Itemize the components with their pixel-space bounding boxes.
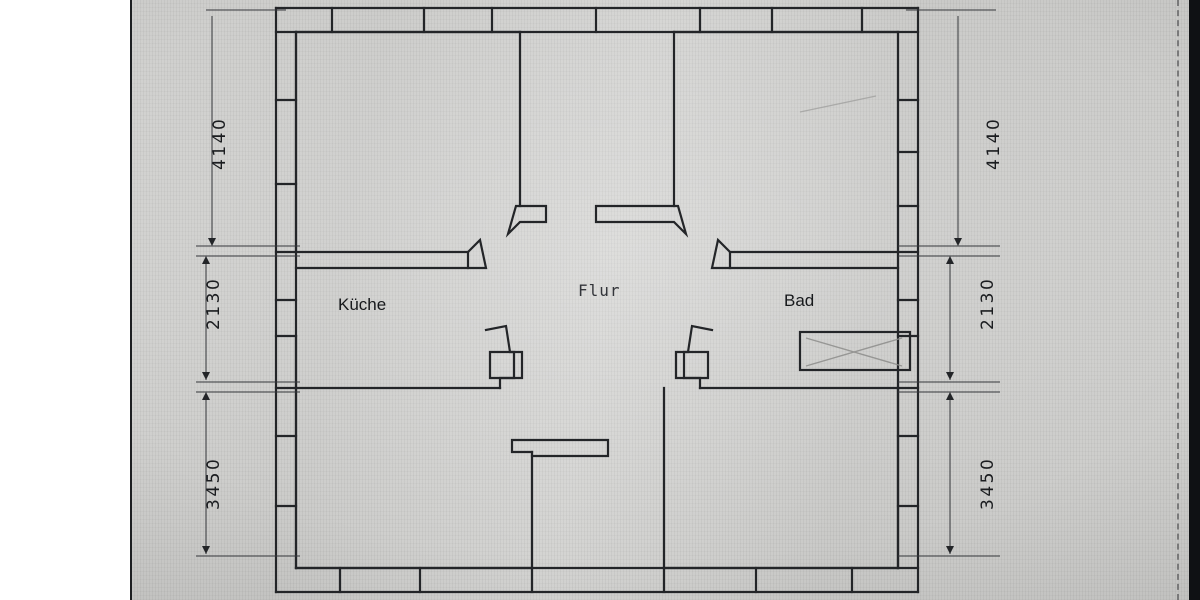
sheet-left-edge: [130, 0, 132, 600]
dimension-right-3450: 3450: [978, 456, 998, 510]
paper-smudge: [799, 95, 877, 113]
dimension-left-3450: 3450: [204, 456, 224, 510]
dimension-left-2130: 2130: [204, 276, 224, 330]
dimension-left-4140: 4140: [210, 116, 230, 170]
dimension-arrowheads: [202, 238, 962, 554]
room-label-flur: Flur: [578, 281, 621, 300]
paper-sheet: [131, 0, 1191, 600]
room-label-kueche: Küche: [338, 295, 387, 314]
dimension-right-2130: 2130: [978, 276, 998, 330]
sheet-right-edge: [1189, 0, 1200, 600]
bathtub-x-diagonals: [805, 337, 903, 367]
room-label-bad: Bad: [784, 291, 815, 310]
sheet-dashed-fold-line: [1177, 0, 1179, 600]
dimension-right-4140: 4140: [984, 116, 1004, 170]
